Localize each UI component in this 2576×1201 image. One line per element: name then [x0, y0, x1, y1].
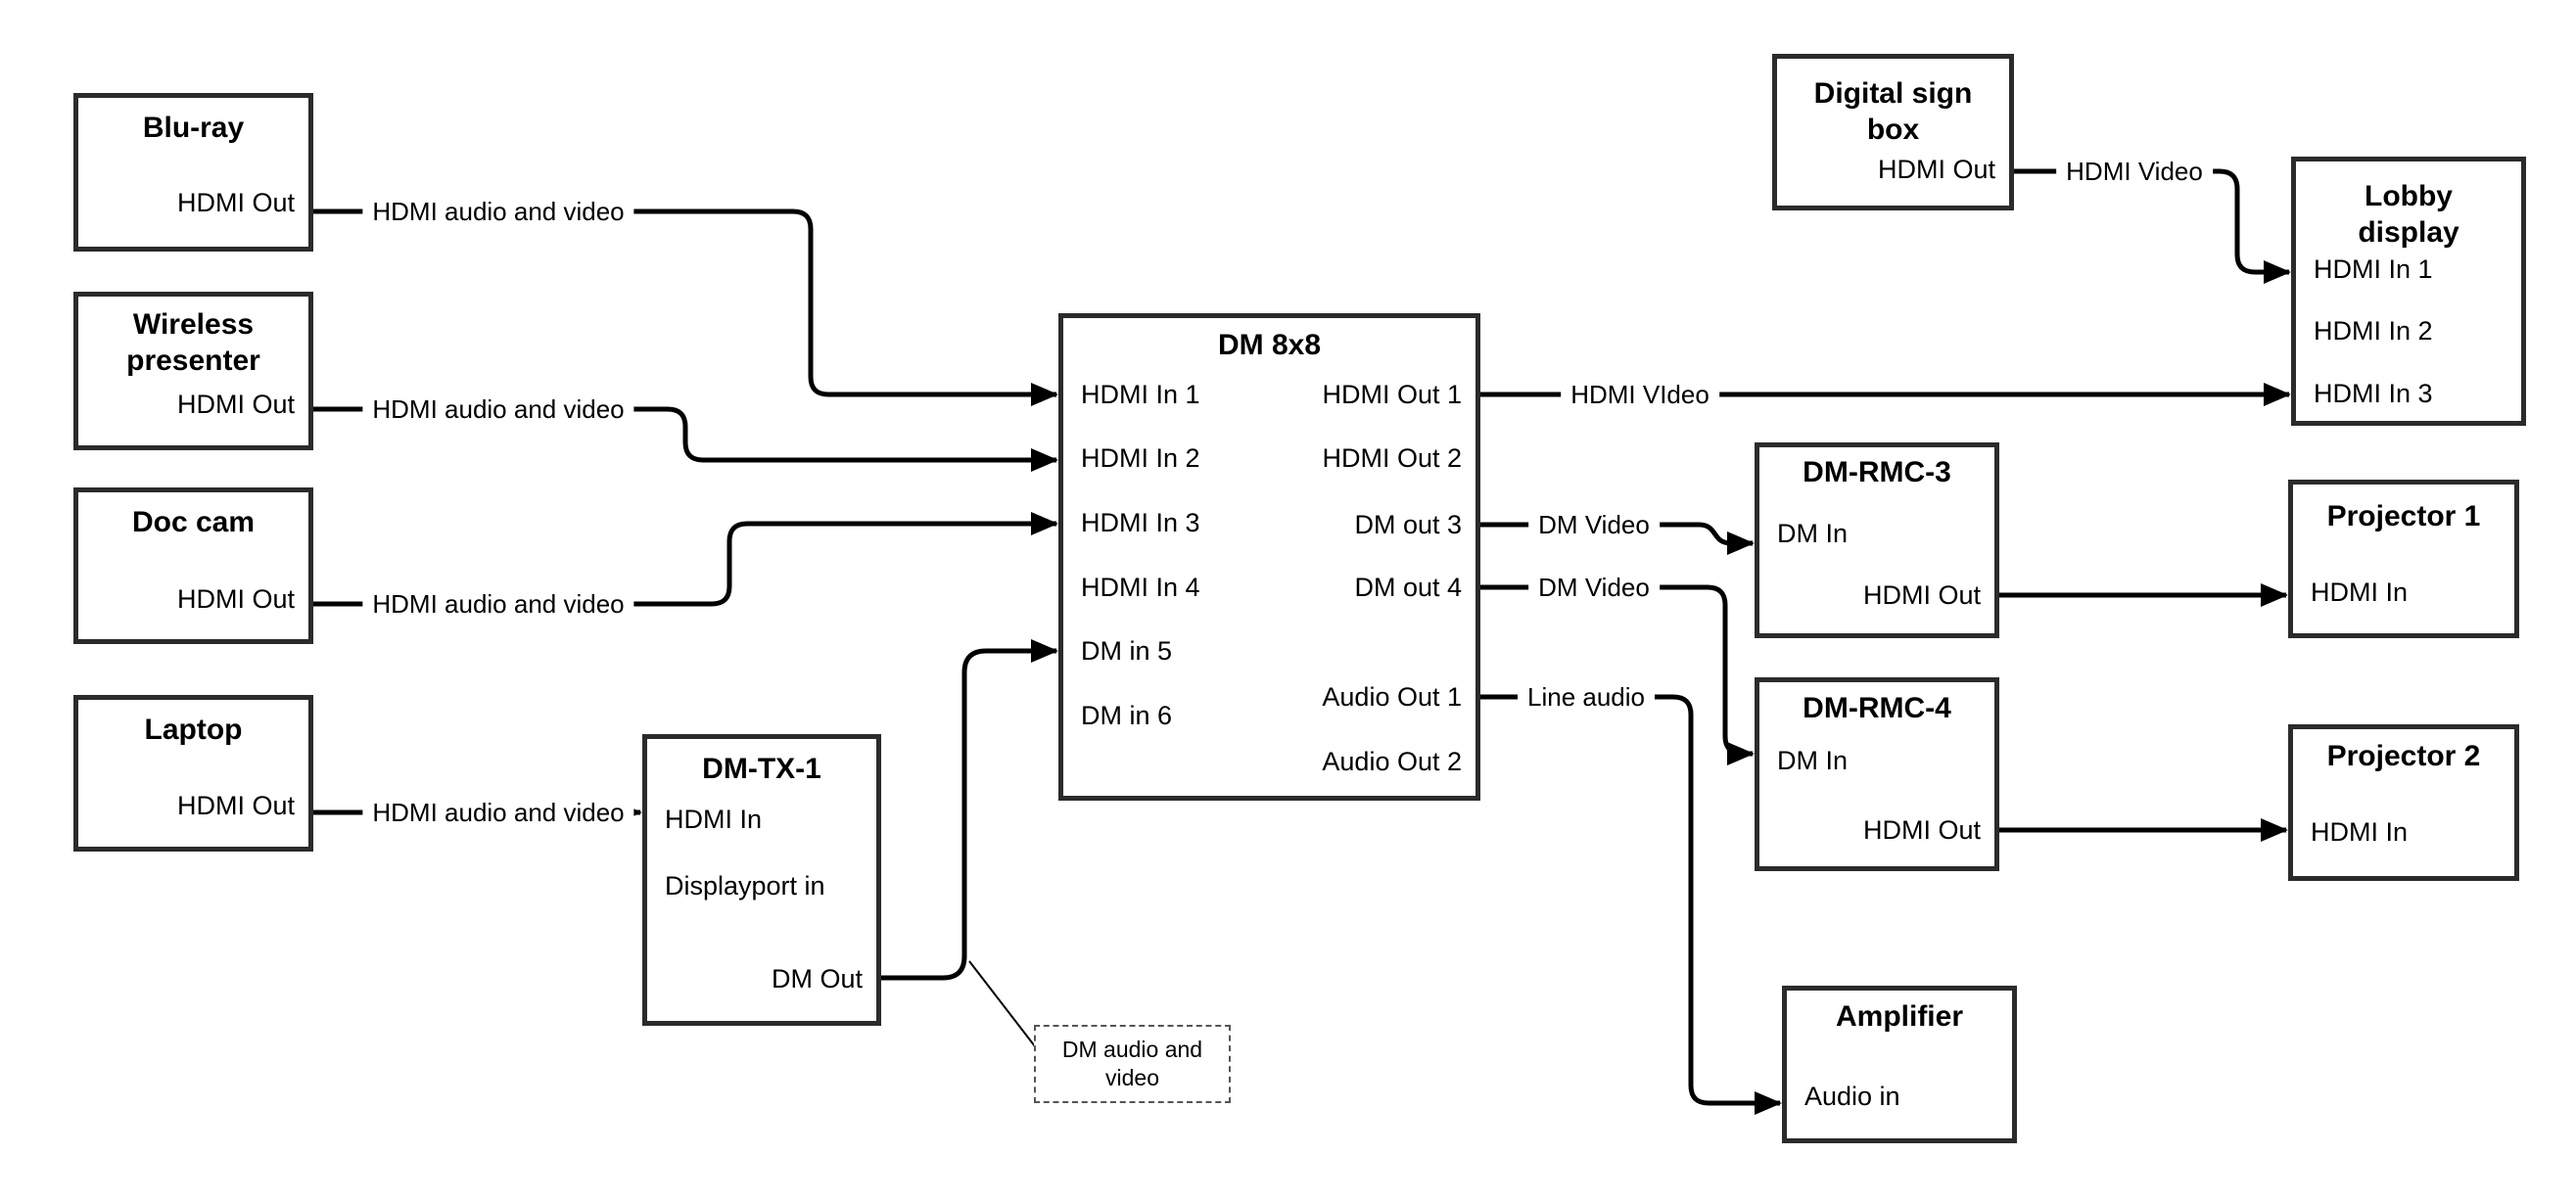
port-hdmi-in: HDMI In — [665, 805, 763, 834]
edge-dm8x8-to-amplifier-line — [1480, 694, 1782, 1115]
port-hdmi-out: HDMI Out — [176, 390, 295, 419]
edge-label-hdmi-video-out1: HDMI VIdeo — [1561, 380, 1719, 409]
node-title: DM-TX-1 — [702, 753, 821, 785]
edge-label-dm-video-out4: DM Video — [1528, 573, 1660, 602]
node-wireless-presenter: Wireless presenter HDMI Out — [73, 292, 313, 450]
edge-bluray-to-dm8x8-line — [313, 208, 1058, 406]
node-title: Amplifier — [1835, 1000, 1964, 1033]
port-hdmi-out: HDMI Out — [1862, 815, 1981, 845]
edge-doccam-to-dm8x8-line — [313, 512, 1058, 607]
edge-dmtx1-to-dm8x8-line — [881, 639, 1058, 981]
node-amplifier: Amplifier Audio in — [1782, 986, 2017, 1143]
port-hdmi-in-3: HDMI In 3 — [1081, 508, 1200, 537]
node-title: DM-RMC-3 — [1803, 456, 1951, 488]
node-projector-1: Projector 1 HDMI In — [2288, 480, 2519, 638]
port-hdmi-out: HDMI Out — [1877, 155, 1995, 184]
edge-dm8x8-to-rmc3-line — [1480, 522, 1755, 555]
port-hdmi-out: HDMI Out — [176, 791, 295, 820]
port-hdmi-out-1: HDMI Out 1 — [1322, 380, 1462, 409]
node-dm-tx-1: DM-TX-1 HDMI In Displayport in DM Out — [642, 734, 881, 1026]
port-hdmi-in-1: HDMI In 1 — [1081, 380, 1200, 409]
node-bluray: Blu-ray HDMI Out — [73, 93, 313, 252]
port-hdmi-out: HDMI Out — [1862, 580, 1981, 610]
node-title: Doc cam — [131, 506, 256, 538]
node-title: Projector 1 — [2326, 500, 2481, 532]
node-doc-cam: Doc cam HDMI Out — [73, 487, 313, 644]
port-hdmi-out: HDMI Out — [176, 584, 295, 614]
port-dm-in-6: DM in 6 — [1081, 701, 1173, 730]
port-hdmi-out-2: HDMI Out 2 — [1322, 443, 1462, 473]
node-title: Wireless presenter — [126, 308, 260, 377]
node-lobby-display: Lobby display HDMI In 1 HDMI In 2 HDMI I… — [2291, 157, 2526, 426]
edge-dm8x8-to-rmc4-line — [1480, 584, 1755, 765]
node-title: Projector 2 — [2326, 740, 2481, 772]
node-title: Digital sign box — [1813, 77, 1973, 146]
node-title: Laptop — [144, 714, 243, 746]
edge-label-doccam-hdmi: HDMI audio and video — [362, 589, 634, 619]
node-dm-rmc-4: DM-RMC-4 DM In HDMI Out — [1755, 677, 1999, 871]
node-dm-rmc-3: DM-RMC-3 DM In HDMI Out — [1755, 442, 1999, 638]
node-title: DM-RMC-4 — [1803, 692, 1951, 724]
edge-label-line-audio: Line audio — [1518, 682, 1655, 712]
port-audio-out-1: Audio Out 1 — [1322, 682, 1462, 712]
edge-wireless-to-dm8x8-line — [313, 406, 1058, 472]
edge-label-bluray-hdmi: HDMI audio and video — [362, 197, 634, 226]
port-audio-out-2: Audio Out 2 — [1322, 747, 1462, 776]
node-title: DM 8x8 — [1217, 329, 1322, 361]
edge-label-digitalsign-hdmi: HDMI Video — [2056, 157, 2213, 186]
port-hdmi-in-2: HDMI In 2 — [2314, 316, 2433, 346]
port-hdmi-in-2: HDMI In 2 — [1081, 443, 1200, 473]
port-dm-out-4: DM out 4 — [1354, 573, 1462, 602]
port-hdmi-out: HDMI Out — [176, 188, 295, 217]
node-digital-sign-box: Digital sign box HDMI Out — [1772, 54, 2014, 210]
port-dm-in: DM In — [1777, 519, 1849, 548]
node-laptop: Laptop HDMI Out — [73, 695, 313, 852]
port-hdmi-in: HDMI In — [2311, 577, 2409, 607]
node-dm-8x8: DM 8x8 HDMI In 1 HDMI In 2 HDMI In 3 HDM… — [1058, 313, 1480, 801]
callout-dm-audio-video: DM audio and video — [1034, 1025, 1231, 1103]
edge-label-dm-video-out3: DM Video — [1528, 510, 1660, 539]
node-title: Blu-ray — [142, 112, 245, 144]
port-hdmi-in-4: HDMI In 4 — [1081, 573, 1200, 602]
port-dm-out-3: DM out 3 — [1354, 510, 1462, 539]
port-dm-out: DM Out — [771, 964, 863, 993]
edge-label-laptop-hdmi: HDMI audio and video — [362, 798, 634, 827]
port-audio-in: Audio in — [1804, 1082, 1900, 1111]
edge-label-wireless-hdmi: HDMI audio and video — [362, 394, 634, 424]
node-title: Lobby display — [2358, 180, 2459, 249]
callout-leader-line — [968, 960, 1036, 1047]
edge-digitalsign-to-lobby-line — [2014, 168, 2291, 284]
port-hdmi-in-1: HDMI In 1 — [2314, 254, 2433, 284]
port-dm-in-5: DM in 5 — [1081, 636, 1173, 666]
port-hdmi-in-3: HDMI In 3 — [2314, 379, 2433, 408]
node-projector-2: Projector 2 HDMI In — [2288, 724, 2519, 881]
port-hdmi-in: HDMI In — [2311, 817, 2409, 847]
port-displayport-in: Displayport in — [665, 871, 825, 901]
port-dm-in: DM In — [1777, 746, 1849, 775]
